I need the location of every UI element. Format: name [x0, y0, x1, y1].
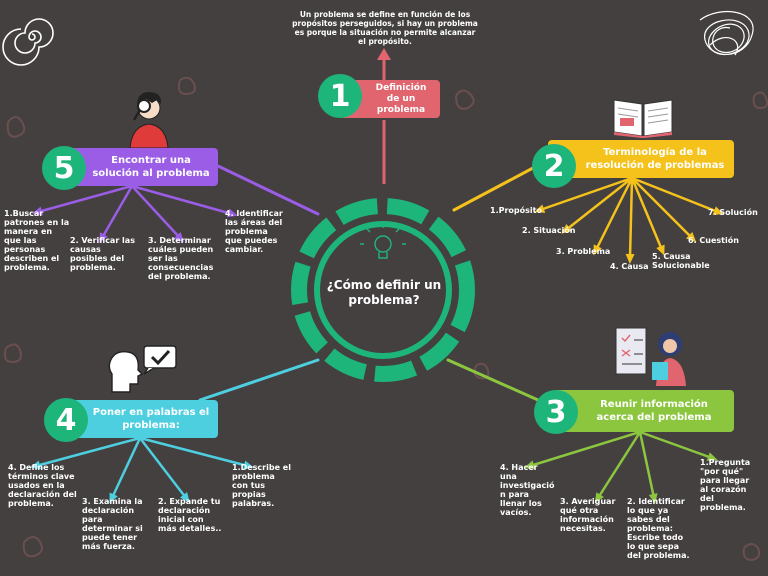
- branch-2-item-1: 1.Propósito: [490, 206, 542, 215]
- speaking-head-icon: [104, 344, 184, 394]
- branch-5-arrow-1: [36, 184, 134, 214]
- branch-2-arrow-2-arrowhead: [561, 224, 572, 234]
- branch-4-arrow-3-arrowhead: [180, 492, 190, 503]
- branch-4-title-box: Poner en palabras el problema:: [64, 400, 218, 438]
- branch-2-arrow-2: [564, 176, 634, 232]
- branch-4-arrow-4: [138, 436, 250, 468]
- book-illustration-icon: [612, 98, 674, 138]
- branch-2-arrow-3: [594, 176, 634, 252]
- branch-3-arrow-2-arrowhead: [594, 492, 604, 504]
- branch-2-arrow-1: [538, 176, 634, 212]
- branch-4-item-3: 2. Expande tu declaración inicial con má…: [158, 497, 222, 533]
- branch-2-arrow-7-arrowhead: [712, 206, 724, 215]
- branch-2-item-7: 7. Solución: [708, 208, 758, 217]
- blob-decoration: [3, 76, 768, 562]
- branch-3-arrow-4: [638, 430, 714, 460]
- branch-2-title: Terminología de la resolución de problem…: [585, 147, 725, 171]
- branch-1-connectors: [377, 48, 391, 184]
- branch-3-item-2: 3. Averiguar qué otra información necesi…: [560, 497, 616, 533]
- branch-4-arrow-1-arrowhead: [30, 460, 42, 470]
- branch-3-arrow-3: [638, 430, 656, 500]
- branch-5-arrow-2-arrowhead: [99, 232, 108, 244]
- branch-3-arrow-1-arrowhead: [524, 460, 536, 470]
- person-with-magnifier-icon: [124, 86, 174, 149]
- branch-4-number-badge: 4: [44, 398, 88, 442]
- branch-4-arrow-2: [110, 436, 142, 500]
- branch-2-number: 2: [543, 148, 565, 184]
- branch-2-item-6: 6. Cuestión: [688, 236, 739, 245]
- branch-3-arrow-3-arrowhead: [648, 493, 658, 504]
- branch-4-trunk: [198, 358, 320, 402]
- branch-2-arrow-7: [630, 176, 720, 214]
- branch-2-number-badge: 2: [532, 144, 576, 188]
- branch-3-item-1: 4. Hacer una investigació n para llenar …: [500, 463, 555, 517]
- branch-5-arrow-3: [130, 184, 182, 240]
- branch-2-arrow-6-arrowhead: [686, 232, 697, 243]
- branch-4-number: 4: [55, 402, 77, 438]
- branch-3-item-3: 2. Identificar lo que ya sabes del probl…: [627, 497, 690, 560]
- branch-2-item-4: 4. Causa: [610, 262, 649, 271]
- branch-5-number-badge: 5: [42, 146, 86, 190]
- branch-2-arrow-5-arrowhead: [656, 244, 665, 256]
- branch-3-arrow-2: [596, 430, 642, 500]
- branch-4-arrow-3: [138, 436, 188, 500]
- spiral-doodle-icon: [2, 18, 54, 66]
- intro-definition-text: Un problema se define en función de los …: [292, 10, 478, 46]
- branch-2-item-3: 3. Problema: [556, 247, 611, 256]
- woman-with-checklist-icon: [614, 326, 690, 388]
- branch-2-arrow-3-arrowhead: [593, 244, 602, 256]
- branch-5-number: 5: [53, 150, 75, 186]
- branch-5-item-4: 4. Identificar las áreas del problema qu…: [225, 209, 283, 254]
- branch-3-number-badge: 3: [534, 390, 578, 434]
- branch-5-item-2: 2. Verificar las causas posibles del pro…: [70, 236, 135, 272]
- branch-3-number: 3: [545, 394, 567, 430]
- branch-5-arrow-2: [100, 184, 134, 240]
- branch-5-item-3: 3. Determinar cuáles pueden ser las cons…: [148, 236, 214, 281]
- branch-5-arrow-4: [130, 184, 234, 216]
- branch-5-title: Encontrar una solución al problema: [92, 155, 210, 179]
- branch-4-arrow-2-arrowhead: [109, 492, 118, 504]
- branch-2-arrow-4: [628, 176, 634, 260]
- branch-2-item-2: 2. Situación: [522, 226, 576, 235]
- branch-3-item-4: 1.Pregunta "por qué" para llegar al cora…: [700, 458, 751, 512]
- scribble-doodle-icon: [699, 11, 754, 56]
- branch-3-arrow-4-arrowhead: [706, 452, 718, 461]
- branch-3-title: Reunir información acerca del problema: [596, 399, 712, 423]
- branch-4-item-2: 3. Examina la declaración para determina…: [82, 497, 143, 551]
- branch-5-item-1: 1.Buscar patrones en la manera en que la…: [4, 209, 70, 272]
- branch-4-item-1: 4. Define los términos clave usados en l…: [8, 463, 77, 508]
- branch-1-number-badge: 1: [318, 74, 362, 118]
- branch-2-arrow-1-arrowhead: [534, 204, 546, 213]
- branch-2-item-5: 5. Causa Solucionable: [652, 252, 710, 270]
- branch-5-arrow-3-arrowhead: [174, 232, 185, 243]
- center-title: ¿Cómo definir un problema?: [326, 278, 442, 307]
- branch-5-title-box: Encontrar una solución al problema: [64, 148, 218, 186]
- branch-4-arrow-1: [34, 436, 142, 468]
- branch-5-trunk: [216, 164, 320, 216]
- branch-2-arrow-6: [630, 176, 694, 240]
- branch-4-arrow-4-arrowhead: [243, 460, 254, 470]
- lightbulb-icon: [360, 224, 406, 259]
- branch-5-arrow-1-arrowhead: [32, 206, 44, 216]
- branch-4-item-4: 1.Describe el problema con tus propias p…: [232, 463, 291, 508]
- branch-1-number: 1: [329, 78, 351, 114]
- branch-3-title-box: Reunir información acerca del problema: [554, 390, 734, 432]
- branch-4-title: Poner en palabras el problema:: [92, 407, 210, 431]
- branch-2-arrow-5: [630, 176, 664, 252]
- branch-1-title: Definición de un problema: [375, 82, 427, 115]
- branch-5-arrow-4-arrowhead: [226, 208, 238, 218]
- branch-2-title-box: Terminología de la resolución de problem…: [548, 140, 734, 178]
- branch-3-arrow-1: [528, 430, 642, 468]
- branch-2-arrow-4-arrowhead: [625, 253, 635, 264]
